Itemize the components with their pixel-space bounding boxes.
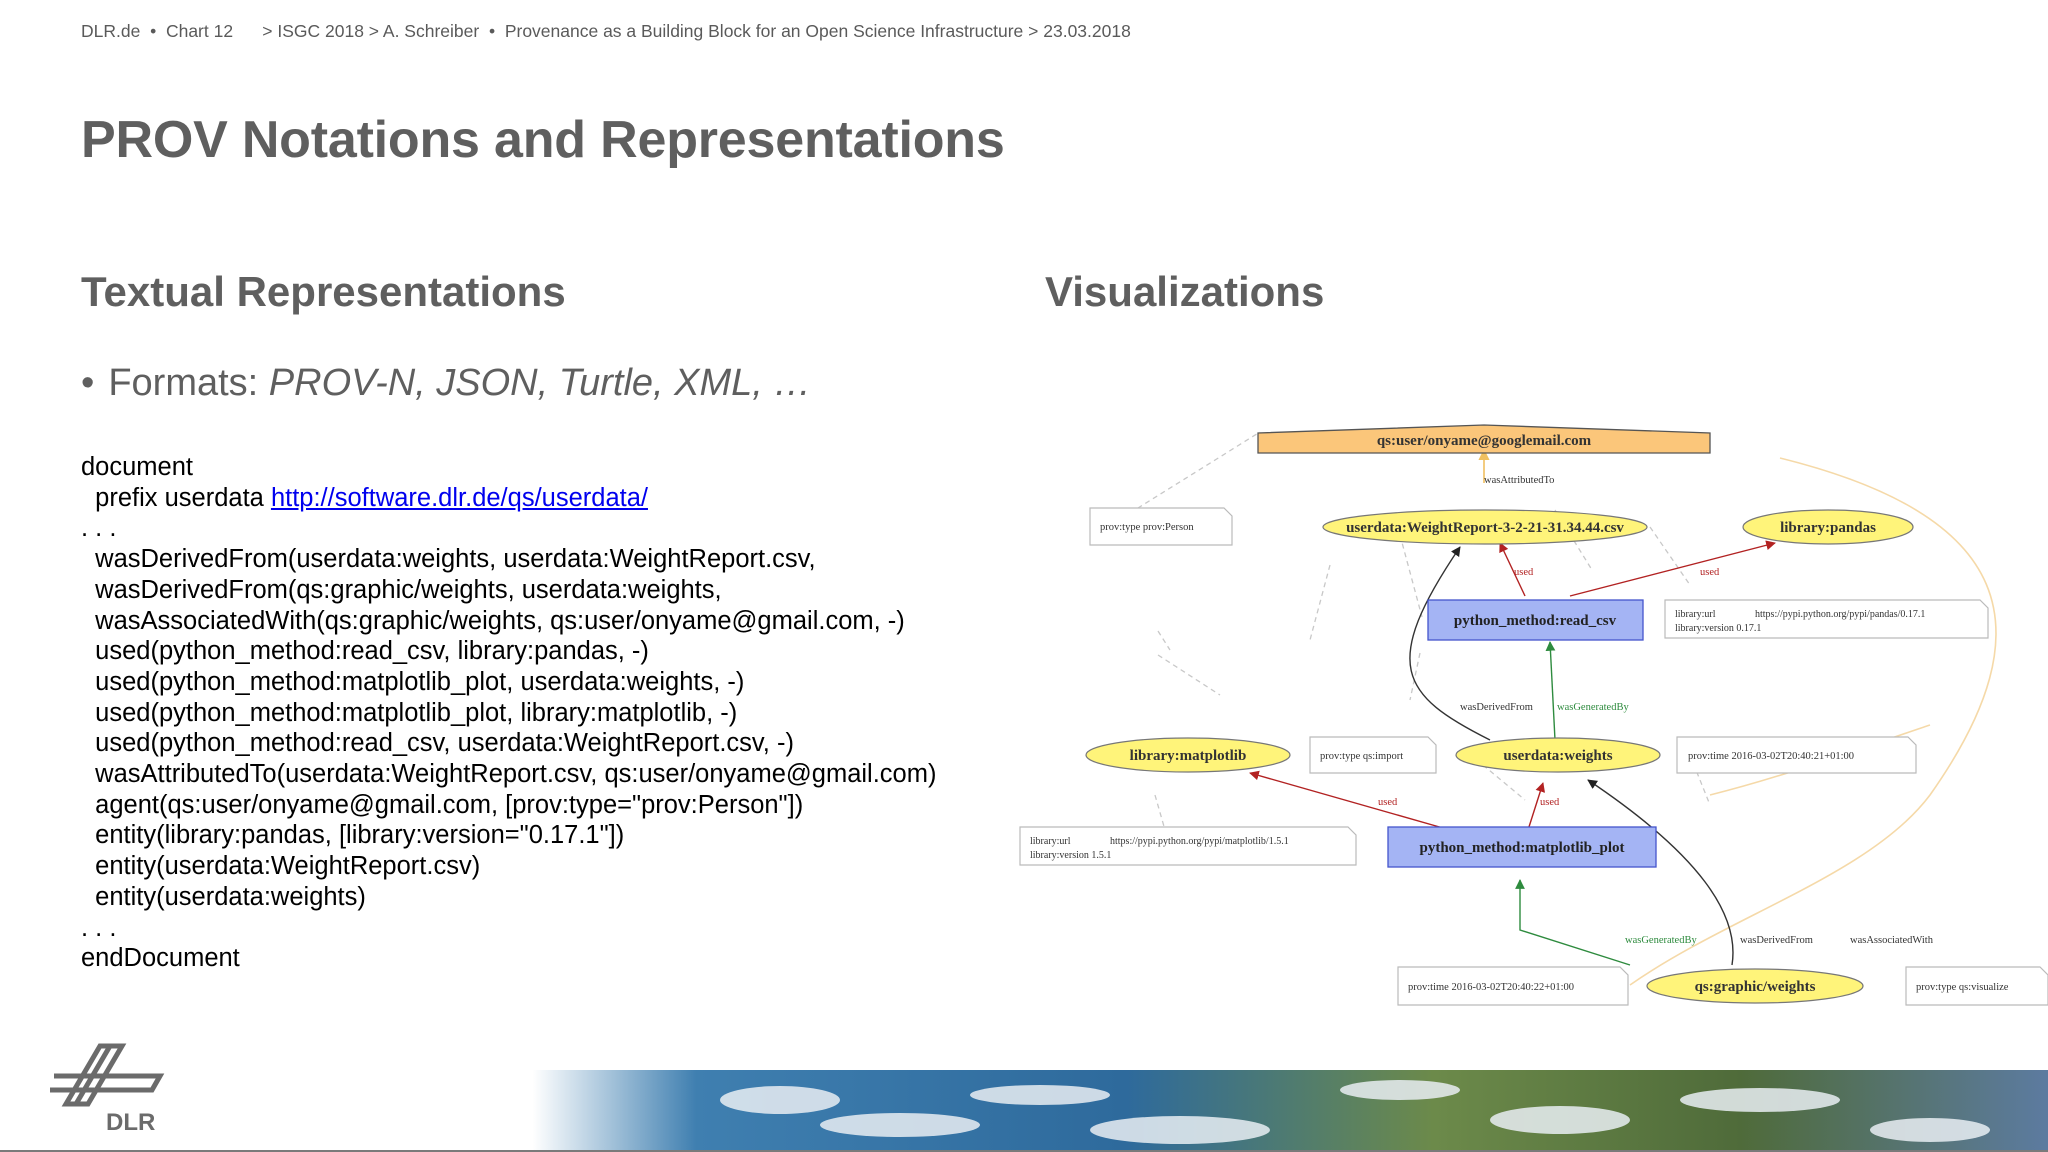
prov-n-code: document prefix userdata http://software…: [81, 452, 936, 974]
weights-label: userdata:weights: [1503, 748, 1612, 764]
edge-label-used: used: [1700, 567, 1720, 578]
activity-node: python_method:matplotlib_plot: [1387, 826, 1657, 868]
code-line: document: [81, 453, 193, 481]
formats-bullet: • Formats: PROV-N, JSON, Turtle, XML, …: [81, 362, 811, 405]
edge-label-used: used: [1514, 567, 1534, 578]
note-box: prov:type prov:Person: [1089, 507, 1233, 546]
code-line: used(python_method:matplotlib_plot, libr…: [81, 698, 738, 727]
edge-label-associated: wasAssociatedWith: [1850, 935, 1934, 946]
edge-label-derived: wasDerivedFrom: [1460, 702, 1533, 713]
formats-prefix: Formats:: [108, 362, 269, 404]
edge-label-used: used: [1378, 797, 1398, 808]
pandas-url: https://pypi.python.org/pypi/pandas/0.17…: [1755, 609, 1925, 620]
activity-node: python_method:read_csv: [1427, 599, 1644, 641]
agent-node: qs:user/onyame@googlemail.com: [1257, 424, 1711, 454]
code-line: entity(userdata:WeightReport.csv): [81, 852, 481, 881]
person-note: prov:type prov:Person: [1100, 522, 1194, 533]
code-line: . . .: [81, 913, 117, 942]
site-label: DLR.de: [81, 21, 141, 41]
breadcrumb: > ISGC 2018 > A. Schreiber: [262, 21, 480, 41]
code-line: used(python_method:read_csv, userdata:We…: [81, 729, 794, 758]
code-line: used(python_method:read_csv, library:pan…: [81, 637, 649, 666]
prov-graph: wasAttributedTo used used wasDerivedFrom…: [1019, 424, 2048, 1006]
mpl-url: https://pypi.python.org/pypi/matplotlib/…: [1110, 836, 1289, 847]
slide-title: PROV Notations and Representations: [81, 111, 1005, 169]
dlr-logo-text: DLR: [106, 1109, 155, 1136]
code-line: endDocument: [81, 944, 240, 973]
pandas-url-key: library:url: [1675, 609, 1716, 620]
mpl-url-key: library:url: [1030, 836, 1071, 847]
right-heading: Visualizations: [1045, 268, 1325, 315]
mpl-version: library:version 1.5.1: [1030, 850, 1111, 861]
separator-dot: •: [488, 21, 496, 41]
code-line: wasAssociatedWith(qs:graphic/weights, qs…: [81, 606, 905, 635]
slide-header: DLR.de • Chart 12 > ISGC 2018 > A. Schre…: [81, 21, 1131, 42]
entity-node: userdata:weights: [1455, 737, 1661, 773]
left-heading: Textual Representations: [81, 268, 566, 315]
code-line: prefix userdata http://software.dlr.de/q…: [81, 483, 936, 514]
earth-footer-image: [0, 1070, 2048, 1152]
dlr-logo: DLR: [50, 1043, 165, 1136]
pandas-version: library:version 0.17.1: [1675, 623, 1761, 634]
code-line: wasAttributedTo(userdata:WeightReport.cs…: [81, 760, 937, 789]
note-box: library:url https://pypi.python.org/pypi…: [1664, 599, 1989, 639]
note-box: library:url https://pypi.python.org/pypi…: [1019, 826, 1357, 866]
read-csv-label: python_method:read_csv: [1454, 613, 1617, 629]
note-box: prov:time 2016-03-02T20:40:22+01:00: [1397, 966, 1629, 1006]
separator-dot: •: [150, 21, 157, 41]
time-note: prov:time 2016-03-02T20:40:21+01:00: [1688, 751, 1854, 762]
matplotlib-label: library:matplotlib: [1130, 748, 1247, 764]
edge-label-generated: wasGeneratedBy: [1625, 935, 1697, 946]
edge-label-used: used: [1540, 797, 1560, 808]
edge-label-generated: wasGeneratedBy: [1557, 702, 1629, 713]
time-note: prov:time 2016-03-02T20:40:22+01:00: [1408, 982, 1574, 993]
code-line: . . .: [81, 514, 117, 543]
plot-label: python_method:matplotlib_plot: [1419, 840, 1624, 856]
entity-node: library:pandas: [1742, 509, 1914, 545]
code-line: entity(library:pandas, [library:version=…: [81, 821, 625, 850]
weight-report-label: userdata:WeightReport-3-2-21-31.34.44.cs…: [1346, 520, 1624, 536]
entity-node: library:matplotlib: [1085, 737, 1291, 773]
entity-node: userdata:WeightReport-3-2-21-31.34.44.cs…: [1322, 509, 1648, 545]
bullet-dot: •: [81, 362, 95, 404]
formats-list: PROV-N, JSON, Turtle, XML, …: [268, 362, 812, 404]
code-line: wasDerivedFrom(userdata:weights, userdat…: [81, 545, 816, 574]
entity-node: qs:graphic/weights: [1646, 968, 1864, 1004]
code-line: entity(userdata:weights): [81, 882, 366, 911]
chart-number: Chart 12: [165, 21, 234, 41]
graphic-label: qs:graphic/weights: [1695, 979, 1816, 995]
qsimport-note: prov:type qs:import: [1320, 751, 1403, 762]
pandas-label: library:pandas: [1780, 520, 1876, 536]
edge-label-derived: wasDerivedFrom: [1740, 935, 1813, 946]
edge-label-attributed: wasAttributedTo: [1484, 475, 1554, 486]
code-line: agent(qs:user/onyame@gmail.com, [prov:ty…: [81, 790, 804, 819]
note-box: prov:time 2016-03-02T20:40:21+01:00: [1676, 736, 1917, 774]
userdata-link[interactable]: http://software.dlr.de/qs/userdata/: [270, 483, 648, 512]
agent-label: qs:user/onyame@googlemail.com: [1377, 433, 1592, 449]
code-line: wasDerivedFrom(qs:graphic/weights, userd…: [81, 575, 722, 604]
code-line: used(python_method:matplotlib_plot, user…: [81, 667, 745, 696]
talk-title: Provenance as a Building Block for an Op…: [504, 21, 1131, 41]
note-box: prov:type qs:import: [1309, 736, 1437, 774]
prefix-text: prefix userdata: [81, 483, 271, 512]
note-box: prov:type qs:visualize: [1905, 966, 2048, 1006]
visualize-note: prov:type qs:visualize: [1916, 982, 2009, 993]
